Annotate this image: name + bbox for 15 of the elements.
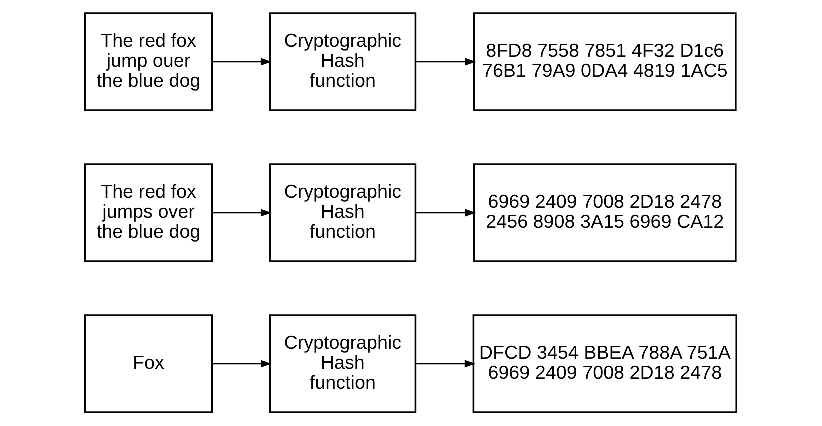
node-box: DFCD 3454 BBEA 788A 751A 6969 2409 7008 2D18 2478 xyxy=(472,314,738,414)
node-box: Fox xyxy=(84,314,213,414)
node-box: Cryptographic Hash function xyxy=(269,12,417,112)
arrow xyxy=(416,360,476,368)
node-box: Cryptographic Hash function xyxy=(269,164,417,262)
node-box: Cryptographic Hash function xyxy=(269,314,417,414)
node-box: 6969 2409 7008 2D18 2478 2456 8908 3A15 6969 CA12 xyxy=(474,164,737,262)
arrow xyxy=(416,58,476,66)
node-box: The red fox jumps over the blue dog xyxy=(84,164,213,262)
arrow xyxy=(212,360,272,368)
arrow xyxy=(416,209,476,217)
node-box: 8FD8 7558 7851 4F32 D1c6 76B1 79A9 0DA4 4819 1AC5 xyxy=(474,12,737,112)
arrow xyxy=(212,58,272,66)
node-box: The red fox jump ouer the blue dog xyxy=(84,12,213,112)
arrow xyxy=(212,209,272,217)
